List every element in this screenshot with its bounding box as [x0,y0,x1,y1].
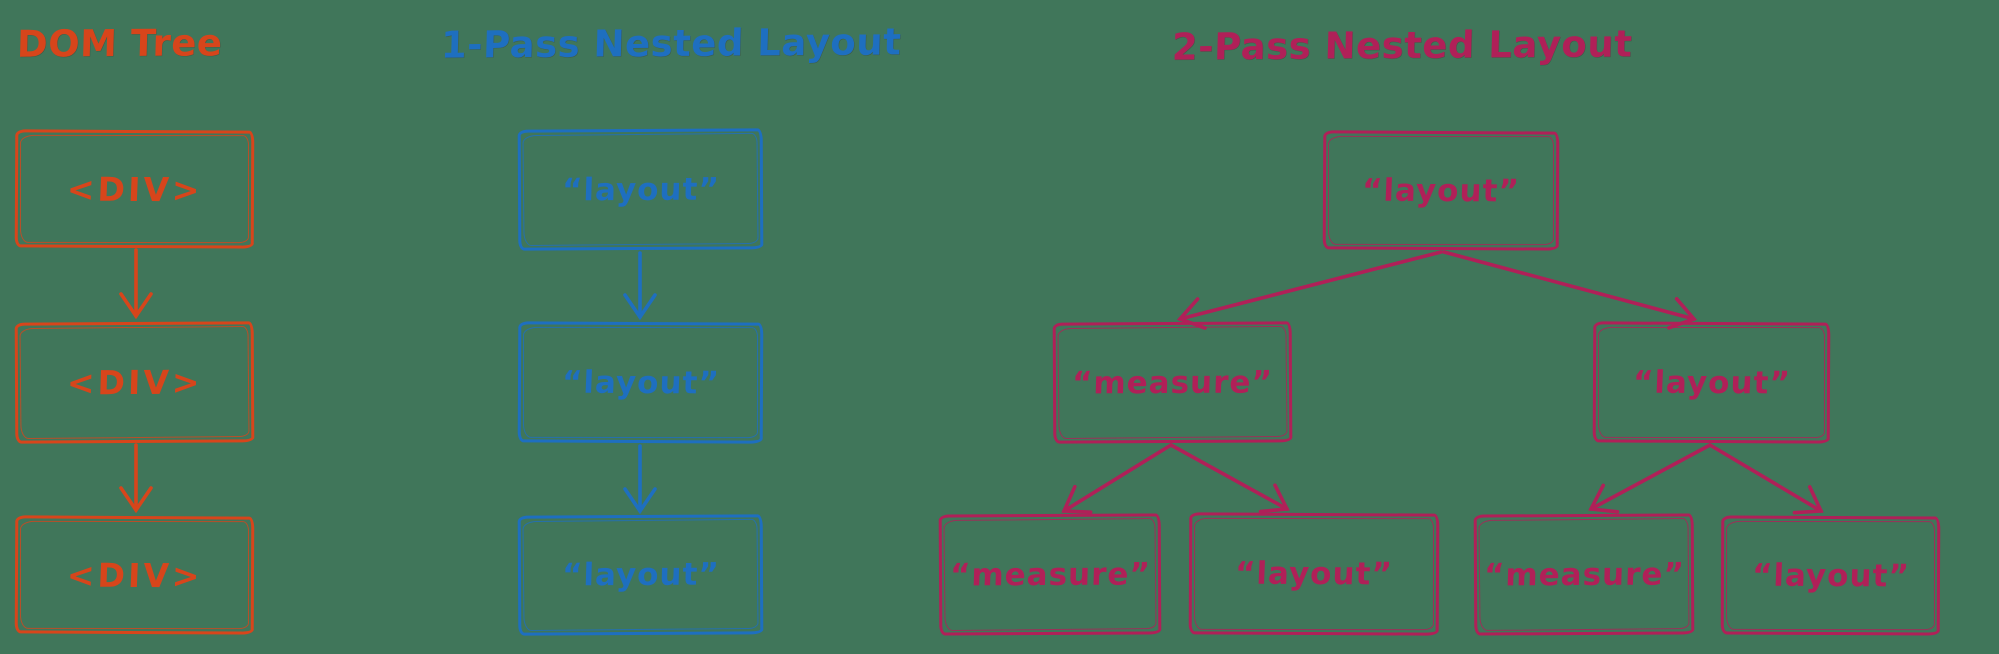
one-pass-title: 1-Pass Nested Layout [440,20,902,67]
two-pass-leaf-measure-1: “measure” [938,513,1162,636]
node-label: “measure” [1071,363,1274,402]
two-pass-leaf-measure-2: “measure” [1473,513,1695,636]
arrow-layout-to-leaf3 [1588,443,1712,514]
two-pass-measure-child: “measure” [1052,321,1293,444]
one-pass-node-1: “layout” [517,128,764,251]
node-label: <DIV> [65,555,204,595]
two-pass-root: “layout” [1322,130,1560,251]
node-label: “measure” [1483,555,1685,594]
node-label: “layout” [1631,364,1792,401]
arrow-root-to-layout [1442,250,1698,330]
node-label: “layout” [1361,172,1521,209]
arrow-measure-to-leaf1 [1061,443,1173,515]
node-label: <DIV> [65,169,204,209]
dom-tree-node-3: <DIV> [14,515,255,635]
arrow-measure-to-leaf2 [1169,443,1290,514]
node-label: “measure” [949,555,1151,594]
two-pass-leaf-layout-1: “layout” [1188,512,1440,636]
two-pass-title: 2-Pass Nested Layout [1171,22,1633,69]
one-pass-node-2: “layout” [517,321,764,444]
node-label: “layout” [1750,557,1911,594]
dom-tree-title: DOM Tree [16,21,224,66]
node-label: “layout” [561,171,720,208]
node-label: “layout” [560,364,721,401]
dom-tree-node-2: <DIV> [14,321,255,444]
two-pass-layout-child: “layout” [1592,321,1831,444]
node-label: “layout” [561,556,720,594]
two-pass-leaf-layout-2: “layout” [1720,515,1941,636]
node-label: <DIV> [66,362,203,403]
arrow-layout-to-leaf4 [1708,443,1824,515]
dom-tree-node-1: <DIV> [14,129,255,249]
one-pass-node-3: “layout” [517,514,764,636]
node-label: “layout” [1234,555,1394,593]
arrow-root-to-measure [1176,250,1443,330]
